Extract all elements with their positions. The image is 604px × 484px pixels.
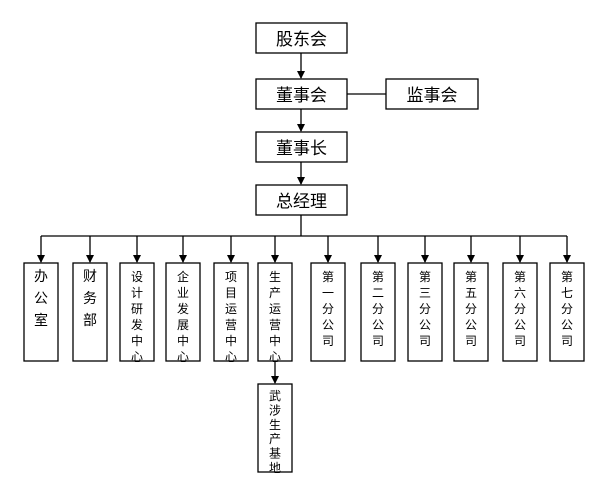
shareholders-node: 股东会: [255, 22, 348, 54]
dept-node-6: 生产运营中心: [257, 262, 293, 364]
supervisors-node: 监事会: [385, 78, 479, 110]
sub-unit-label: 武涉生产基地: [269, 389, 281, 475]
dept-label-9: 第三分公司: [419, 270, 431, 348]
dept-node-8: 第二分公司: [360, 262, 396, 362]
dept-node-7: 第一分公司: [310, 262, 346, 362]
dept-label-12: 第七分公司: [561, 270, 573, 348]
dept-node-12: 第七分公司: [549, 262, 585, 362]
dept-node-9: 第三分公司: [407, 262, 443, 362]
board-label: 董事会: [276, 86, 327, 106]
dept-label-8: 第二分公司: [372, 270, 384, 348]
dept-node-1: 办公室: [23, 262, 59, 362]
supervisors-label: 监事会: [407, 86, 458, 106]
sub-unit-node: 武涉生产基地: [257, 383, 293, 475]
dept-node-3: 设计研发中心: [119, 262, 155, 364]
dept-label-1: 办公室: [34, 269, 48, 329]
dept-label-4: 企业发展中心: [177, 269, 189, 364]
chairman-label: 董事长: [276, 139, 327, 159]
chairman-node: 董事长: [255, 131, 348, 163]
dept-label-11: 第六分公司: [514, 270, 526, 348]
dept-node-4: 企业发展中心: [165, 262, 201, 364]
departments: 办公室 财务部 设计研发中心 企业发展中心 项目运营中心 生产运营中心 第一分公司 第二分公司…: [23, 236, 585, 475]
dept-node-2: 财务部: [72, 262, 108, 362]
dept-label-7: 第一分公司: [322, 270, 334, 348]
gm-label: 总经理: [276, 192, 327, 212]
shareholders-label: 股东会: [276, 30, 327, 50]
dept-label-10: 第五分公司: [465, 270, 477, 348]
dept-node-5: 项目运营中心: [213, 262, 249, 364]
board-node: 董事会: [255, 78, 348, 110]
dept-label-5: 项目运营中心: [225, 270, 237, 364]
dept-node-11: 第六分公司: [502, 262, 538, 362]
dept-label-2: 财务部: [83, 269, 97, 329]
dept-node-10: 第五分公司: [453, 262, 489, 362]
dept-label-3: 设计研发中心: [131, 270, 143, 364]
gm-node: 总经理: [255, 184, 348, 216]
dept-label-6: 生产运营中心: [269, 270, 281, 364]
